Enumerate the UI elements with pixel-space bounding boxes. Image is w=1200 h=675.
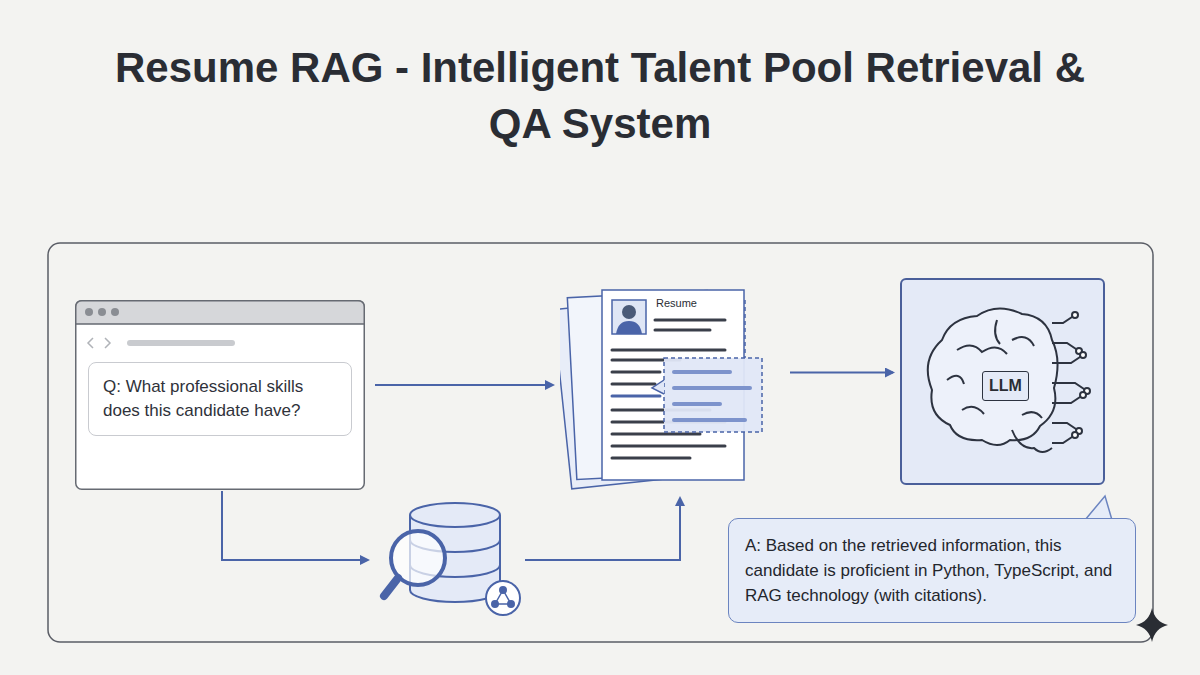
diagram-title: Resume RAG - Intelligent Talent Pool Ret… — [100, 40, 1100, 152]
resume-stack — [560, 280, 780, 495]
node-label: A: Based on the retrieved information, t… — [745, 533, 1119, 608]
browser-window: Q: What professional skills does this ca… — [75, 300, 365, 490]
node-label: Q: What professional skills does this ca… — [88, 362, 352, 436]
bubble-tail — [1085, 496, 1112, 520]
retrieval-wire — [222, 491, 368, 560]
retrieval-wire — [525, 498, 680, 560]
answer-bubble: A: Based on the retrieved information, t… — [728, 518, 1136, 623]
database-icon — [384, 503, 520, 615]
flow-arrow — [375, 384, 553, 386]
outer-frame — [48, 243, 1153, 642]
llm-box: LLM — [900, 278, 1105, 485]
resume-document: Resume — [560, 280, 780, 492]
flow-arrow — [790, 372, 893, 374]
sparkle-mark — [1136, 608, 1168, 642]
node-label: LLM — [982, 371, 1029, 401]
node-label: Resume — [656, 296, 697, 310]
